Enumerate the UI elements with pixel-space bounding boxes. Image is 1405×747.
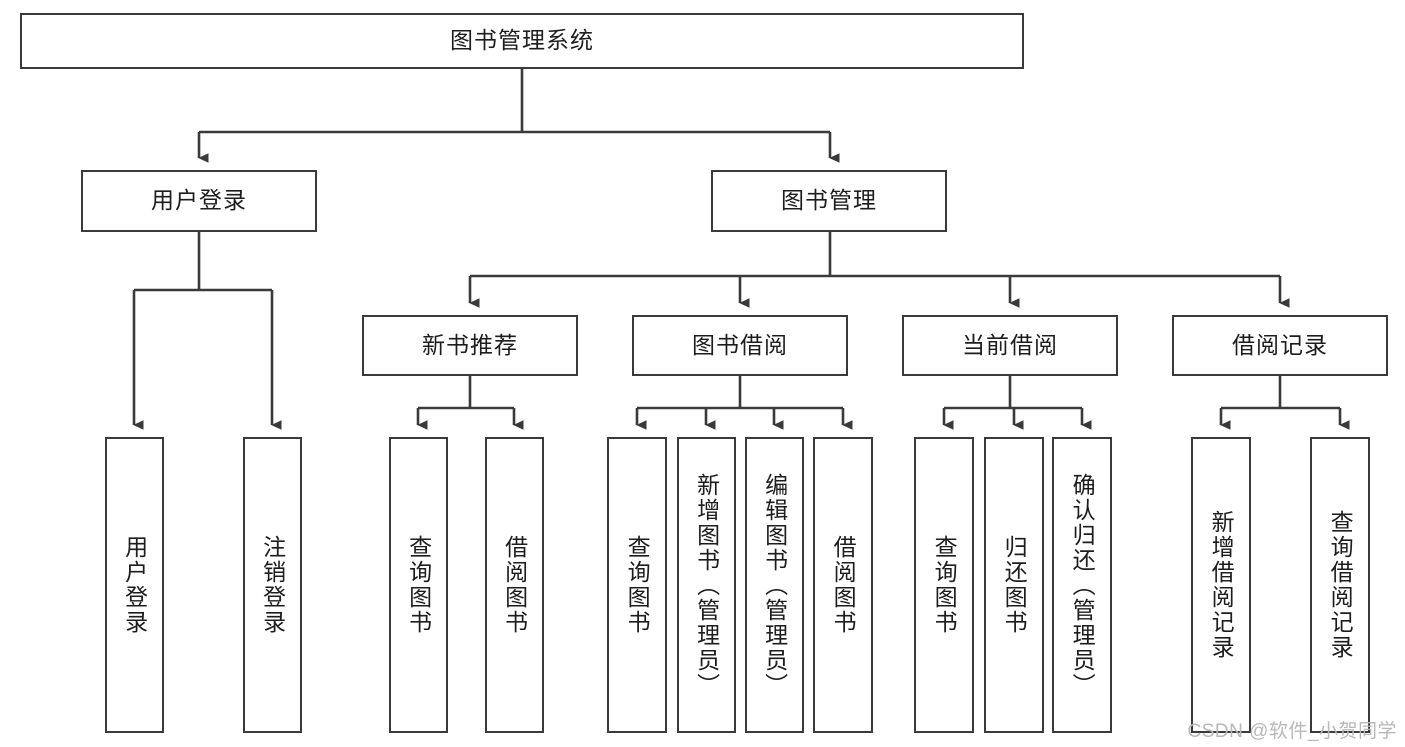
node-leaf[interactable]: 确认归还（管理员） [1052,437,1112,733]
node-leaf[interactable]: 借阅图书 [813,437,873,733]
node-book-borrow[interactable]: 图书借阅 [632,315,848,376]
node-borrow-record[interactable]: 借阅记录 [1172,315,1388,376]
node-label: 借阅图书 [501,535,528,635]
node-label: 当前借阅 [962,331,1058,358]
node-label: 借阅图书 [830,535,857,635]
node-leaf[interactable]: 用户登录 [105,437,164,733]
node-label: 确认归还（管理员） [1069,472,1096,698]
node-label: 借阅记录 [1232,331,1328,358]
node-user-login[interactable]: 用户登录 [81,170,317,232]
node-root-system[interactable]: 图书管理系统 [20,13,1024,69]
node-label: 新增借阅记录 [1208,510,1235,660]
node-label: 注销登录 [259,535,286,635]
node-leaf[interactable]: 归还图书 [984,437,1044,733]
node-leaf[interactable]: 新增图书（管理员） [677,437,736,733]
node-leaf[interactable]: 注销登录 [243,437,302,733]
node-leaf[interactable]: 编辑图书（管理员） [745,437,804,733]
node-label: 查询借阅记录 [1327,510,1354,660]
node-label: 用户登录 [121,535,148,635]
node-label: 图书借阅 [692,331,788,358]
node-current-borrow[interactable]: 当前借阅 [902,315,1118,376]
node-root-label: 图书管理系统 [450,27,594,54]
node-book-management[interactable]: 图书管理 [711,170,947,232]
node-leaf[interactable]: 查询图书 [914,437,974,733]
csdn-watermark: CSDN @软件_小贺同学 [1187,721,1397,742]
node-label: 图书管理 [781,187,877,214]
node-label: 新书推荐 [422,331,518,358]
node-label: 编辑图书（管理员） [761,472,788,698]
node-label: 归还图书 [1001,535,1028,635]
node-leaf[interactable]: 新增借阅记录 [1191,437,1251,733]
node-label: 查询图书 [624,535,651,635]
node-label: 用户登录 [151,187,247,214]
node-leaf[interactable]: 查询图书 [607,437,667,733]
node-label: 查询图书 [931,535,958,635]
node-leaf[interactable]: 借阅图书 [485,437,544,733]
node-leaf[interactable]: 查询图书 [389,437,448,733]
node-leaf[interactable]: 查询借阅记录 [1310,437,1370,733]
node-label: 查询图书 [405,535,432,635]
node-label: 新增图书（管理员） [693,472,720,698]
node-new-book-recommend[interactable]: 新书推荐 [362,315,578,376]
